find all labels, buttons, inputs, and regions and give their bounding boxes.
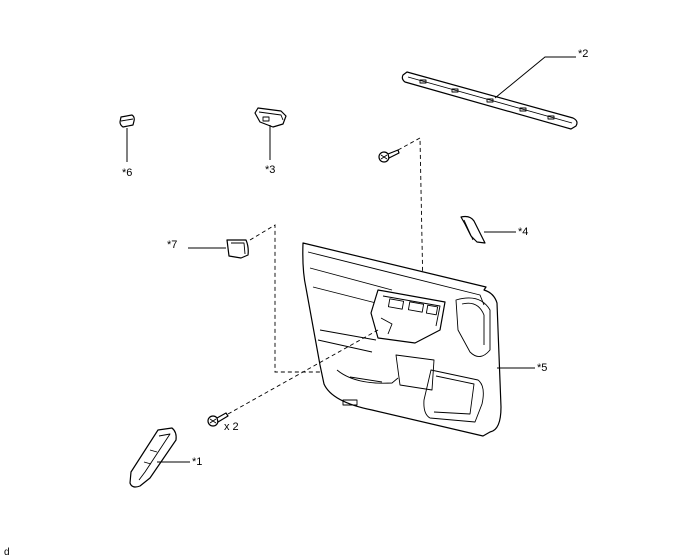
callout-6: *6 [122,167,132,179]
corner-mark: d [4,547,10,558]
callout-2: *2 [578,48,588,60]
screw-lower [207,412,229,427]
callout-1: *1 [192,456,202,468]
screw-upper [378,149,400,163]
part-5-door-trim-board [302,242,502,437]
callout-7: *7 [167,239,177,251]
part-7-guide-line [249,224,320,373]
callout-3: *3 [265,164,275,176]
leader-line-2 [494,56,576,99]
screw-upper-guide-line [397,137,424,293]
screw-lower-guide-line [227,329,379,415]
part-6-clip [119,114,135,128]
part-4-corner-piece [460,215,486,244]
part-3-bezel-cap [254,107,287,128]
part-2-belt-moulding [401,71,578,130]
part-7-cover [226,239,249,259]
part-1-pull-handle [129,427,177,488]
callout-4: *4 [518,226,528,238]
callout-5: *5 [537,362,547,374]
quantity-note: x 2 [224,421,239,433]
